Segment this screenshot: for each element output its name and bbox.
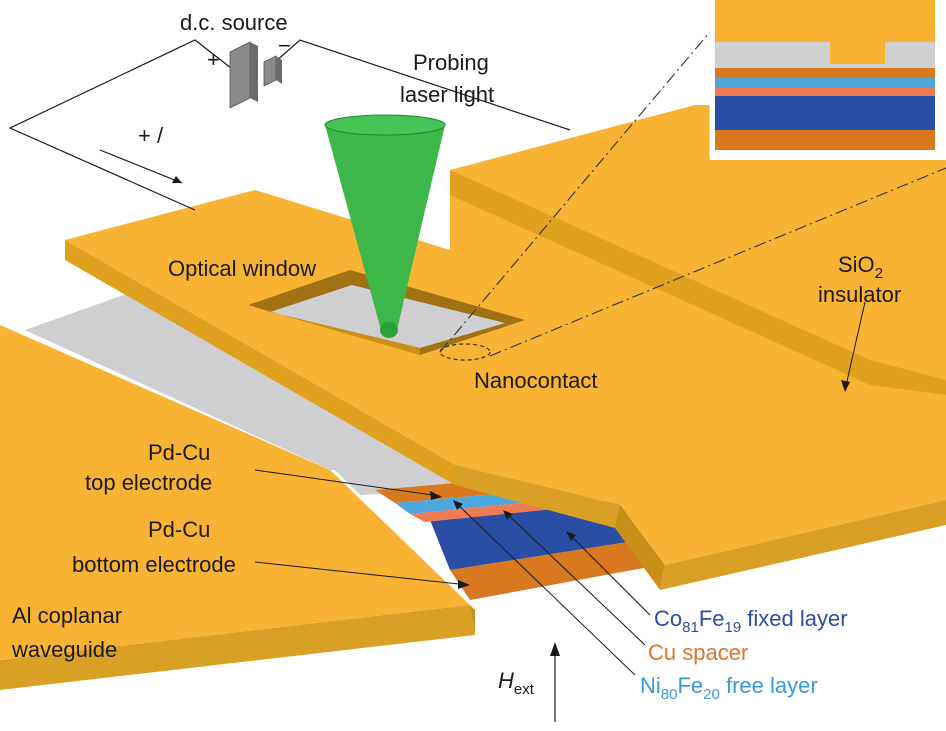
dc-plate-negative-side (276, 56, 282, 84)
pointer-spacer (504, 511, 646, 646)
current-label: + / (138, 123, 164, 148)
pointer-sio2 (844, 301, 866, 391)
current-arrow (99, 149, 183, 184)
inset-top-electrode-layer (715, 68, 935, 78)
free-layer-label: Ni80Fe20 free layer (640, 673, 818, 703)
optical-window-left-wall (248, 305, 420, 355)
inset-insulator-left (715, 42, 830, 64)
nanocontact-label: Nanocontact (474, 368, 598, 393)
arrowhead-free (453, 500, 463, 510)
dc-source-label: d.c. source (180, 10, 288, 35)
pointer-free (454, 501, 636, 676)
sio2-label: SiO2 (838, 252, 883, 282)
zoom-guide-line-right (489, 167, 946, 357)
hext-sub: ext (514, 681, 535, 698)
zoom-guide-lines (439, 19, 946, 357)
pointer-arrowheads (430, 380, 850, 589)
laser-cone-body (325, 125, 445, 330)
arrowhead-fixed (566, 531, 576, 541)
dc-source (229, 41, 282, 109)
inset-fixed-layer (715, 96, 935, 130)
top-electrode-surface (65, 105, 946, 565)
probing-label-line1: Probing (413, 50, 489, 75)
pdcu-bottom-label-line2: bottom electrode (72, 552, 236, 577)
current-arrowhead (172, 176, 182, 183)
al-coplanar-waveguide (0, 325, 475, 690)
laser-cone-top (324, 114, 446, 136)
circuit-wires (8, 39, 571, 211)
zoom-guide-line-left (439, 19, 721, 353)
inset-insulator-right (885, 42, 935, 64)
inset-electrode-contact (830, 42, 885, 64)
sio2-main: SiO (838, 252, 875, 277)
arrowhead-sio2 (841, 380, 850, 392)
cu-spacer-label: Cu spacer (648, 640, 748, 665)
dc-plate-negative (263, 55, 277, 87)
top-electrode-left-face (65, 240, 455, 485)
laser-cone-tip (380, 322, 398, 338)
hext-main: H (498, 668, 514, 693)
dc-minus-label: − (278, 33, 291, 58)
pointer-fixed (567, 532, 651, 616)
hext-arrowhead (550, 642, 560, 656)
wire-right (274, 39, 571, 131)
pdcu-top-label-line2: top electrode (85, 470, 212, 495)
inset-top-electrode (715, 0, 935, 42)
dc-plate-positive (229, 41, 251, 109)
top-electrode-slab (65, 105, 946, 590)
top-electrode-step-face (615, 505, 665, 590)
probing-label-line2: laser light (400, 82, 494, 107)
waveguide-front-side (0, 605, 475, 690)
inset-insulator-full (715, 64, 935, 68)
pointer-lines (254, 301, 866, 676)
pdcu-top-label-line1: Pd-Cu (148, 440, 210, 465)
inset-bottom-electrode (715, 130, 935, 150)
probing-laser-cone (324, 114, 446, 338)
waveguide-label-line1: Al coplanar (12, 603, 122, 628)
arrowhead-spacer (503, 510, 513, 520)
top-electrode-front-face (455, 465, 620, 528)
optical-window-label: Optical window (168, 256, 316, 281)
hext-label: Hext (498, 668, 535, 698)
insulator-label: insulator (818, 282, 901, 307)
arrowhead-bottom-electrode (458, 580, 470, 589)
external-field-arrow (550, 642, 560, 722)
top-electrode-right-front-face (660, 500, 946, 590)
inset-border (709, 0, 941, 158)
pdcu-bottom-label-line1: Pd-Cu (148, 517, 210, 542)
waveguide-end-face (470, 605, 475, 635)
dc-plus-label: + (207, 47, 220, 72)
bottom-electrode-layer (450, 540, 660, 600)
inset-spacer-layer (715, 88, 935, 96)
top-electrode-right-slab-edge (450, 170, 946, 395)
nanocontact-marker (439, 343, 491, 361)
waveguide-label-line2: waveguide (11, 637, 117, 662)
layer-stack-inset (709, 0, 946, 160)
inset-free-layer (715, 78, 935, 88)
pointer-top-electrode (254, 469, 441, 497)
arrowhead-top-electrode (430, 491, 442, 500)
sio2-sub: 2 (875, 265, 883, 282)
dc-plate-positive-side (250, 42, 258, 102)
waveguide-top (0, 325, 470, 660)
fixed-layer-label: Co81Fe19 fixed layer (654, 606, 848, 636)
pointer-bottom-electrode (254, 561, 469, 586)
wire-left (8, 39, 241, 211)
